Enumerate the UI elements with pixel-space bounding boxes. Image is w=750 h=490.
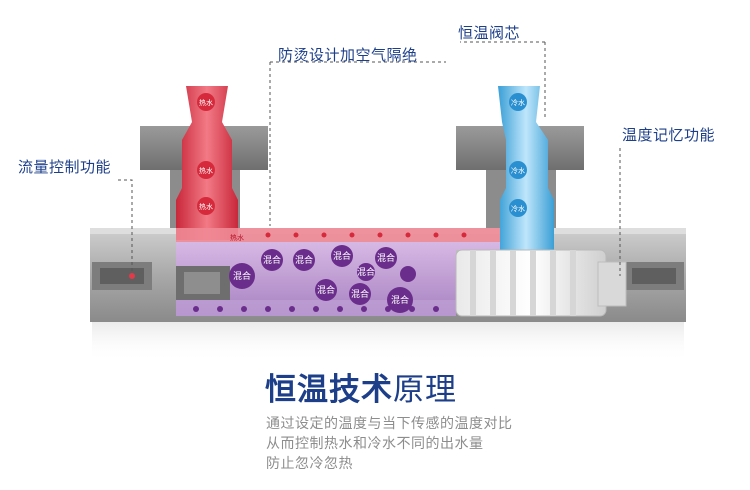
hot-labels: 热水 热水 热水 热水 [197,93,244,242]
thermostatic-cartridge [455,249,627,317]
thermostatic-core-callout: 恒温阀芯 [458,24,521,42]
mix-label: 混合 [351,288,369,300]
hot-label: 热水 [199,166,213,175]
hot-drop [197,161,215,179]
page-title: 恒温技术原理 [265,364,457,409]
hot-label: 热水 [230,233,244,242]
body-reflection [92,322,684,362]
flow-marker [129,273,135,279]
anti-scald-callout: 防烫设计加空气隔绝 [278,46,418,64]
bottom-flow-markers [193,306,439,312]
mix-label: 混合 [333,250,351,262]
cold-labels: 冷水 冷水 冷水 [509,93,527,217]
description-line-3: 防止忽冷忽热 [266,456,353,472]
cold-label: 冷水 [511,204,525,213]
hot-drop [197,93,215,111]
mix-label: 混合 [295,254,313,266]
cold-drop [509,93,527,111]
hot-label: 热水 [199,202,213,211]
mix-labels: 混合 混合 混合 混合 混合 混合 混合 混合 混合 [229,245,416,313]
cold-label: 冷水 [511,98,525,107]
mix-label: 混合 [233,270,251,282]
temperature-memory-callout: 温度记忆功能 [622,126,716,144]
cold-drop [509,199,527,217]
flow-control-callout: 流量控制功能 [18,158,112,176]
mixing-chamber [176,242,500,316]
mix-label: 混合 [357,266,375,278]
leader-lines [118,41,621,276]
mix-label: 混合 [377,252,395,264]
hot-water-passage [176,228,514,242]
description-line-2: 从而控制热水和冷水不同的出水量 [266,436,484,452]
title-bold: 恒温技术 [265,372,393,408]
hot-passage-markers [265,232,467,238]
cold-label: 冷水 [511,166,525,175]
cold-drop [509,161,527,179]
hot-drop [197,197,215,215]
description-line-1: 通过设定的温度与当下传感的温度对比 [266,416,513,432]
mix-label: 混合 [263,254,281,266]
mix-label: 混合 [317,284,335,296]
hot-label: 热水 [199,98,213,107]
mix-label: 混合 [391,294,409,306]
title-regular: 原理 [393,372,457,408]
